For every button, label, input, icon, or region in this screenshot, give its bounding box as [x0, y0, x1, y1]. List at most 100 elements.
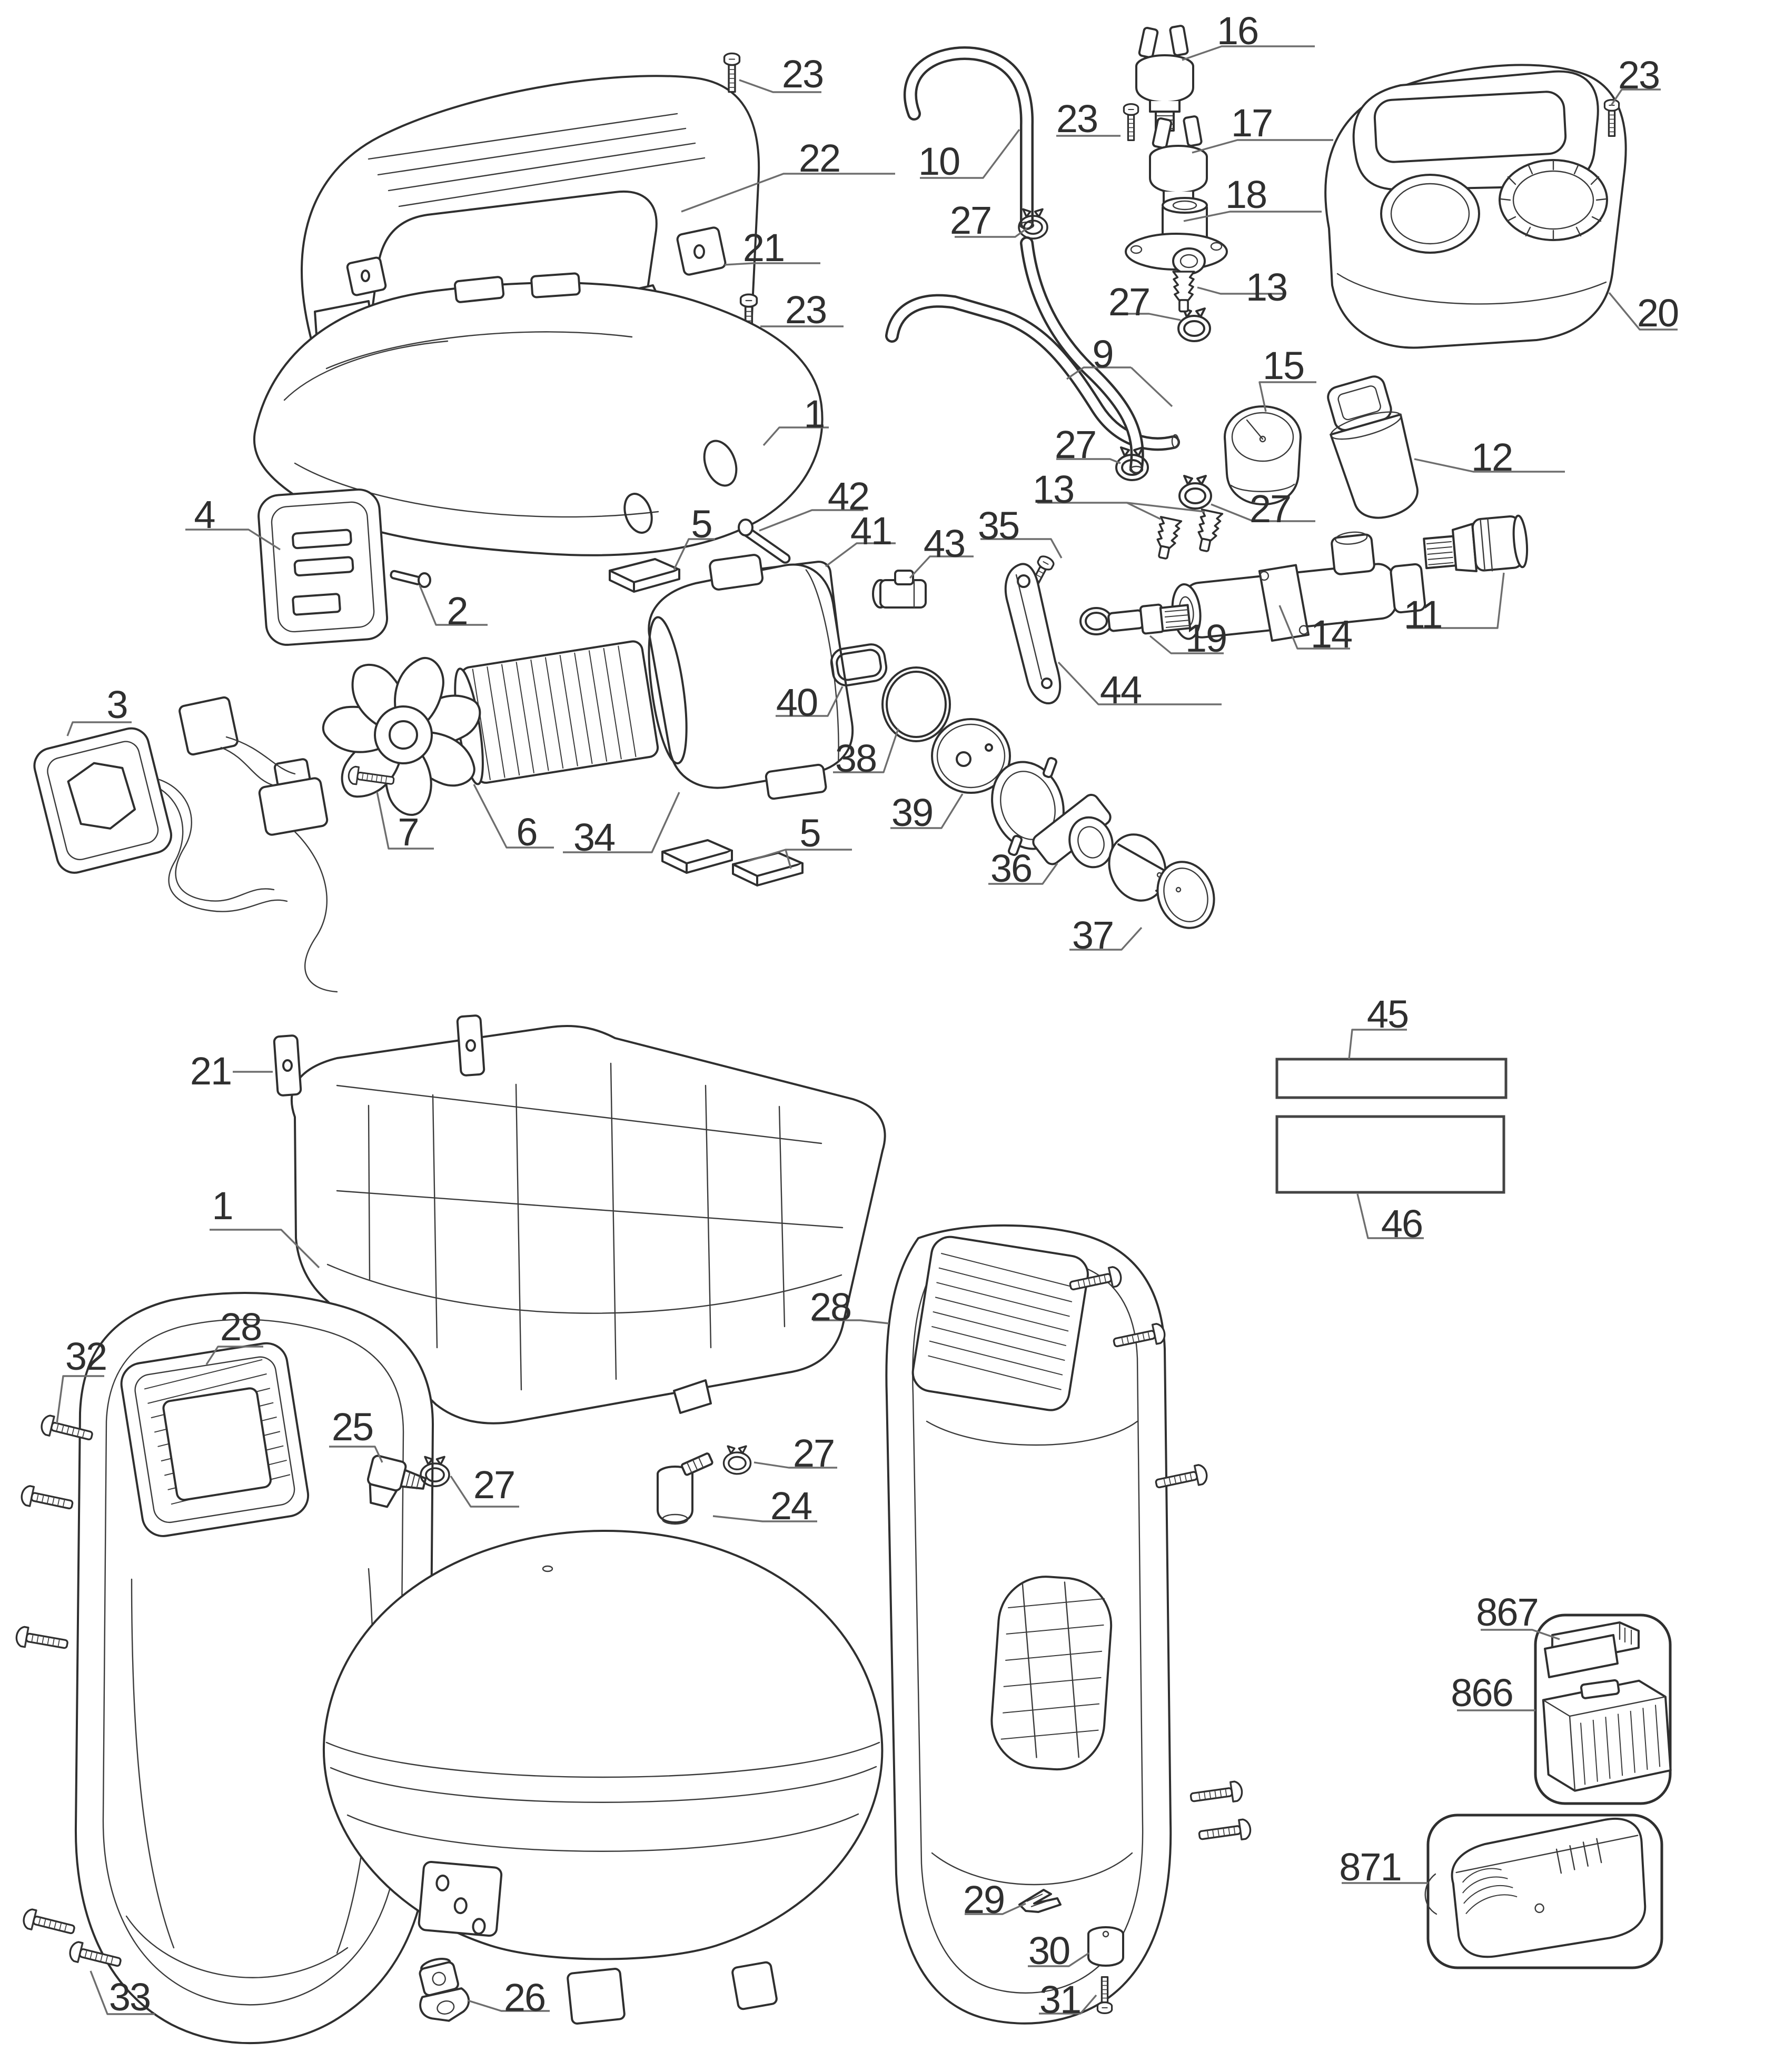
callout-17: 17 — [1192, 101, 1333, 154]
callout-38: 38 — [833, 728, 899, 780]
leader-line — [1111, 313, 1181, 321]
leader-line — [1278, 605, 1350, 650]
part-number-label: 35 — [978, 504, 1019, 547]
part-number-label: 38 — [835, 736, 876, 780]
o-ring-38 — [881, 666, 951, 742]
switch-wiring-3 — [33, 696, 338, 993]
callout-5: 5 — [673, 502, 715, 570]
clip-21-top-right — [676, 226, 727, 276]
callout-23: 23 — [760, 288, 844, 332]
part-number-label: 5 — [799, 811, 820, 855]
pressure-switch-16 — [1135, 24, 1194, 132]
callout-21: 21 — [190, 1049, 273, 1093]
manifold-18 — [1125, 197, 1228, 275]
leader-line — [1407, 572, 1505, 629]
part-number-label: 27 — [473, 1463, 514, 1507]
callout-14: 14 — [1278, 605, 1353, 656]
leader-line — [673, 538, 715, 570]
leader-line — [1211, 503, 1315, 522]
part-number-label: 23 — [785, 288, 826, 332]
callout-37: 37 — [1069, 913, 1143, 957]
leader-line — [473, 784, 554, 849]
charger-cord-hook — [1424, 1873, 1437, 1915]
valve-holder-36 — [991, 757, 1114, 869]
leader-line — [1608, 292, 1678, 331]
part-number-label: 34 — [573, 815, 614, 859]
foam-pad-5 — [661, 839, 733, 874]
air-tank — [322, 1529, 884, 2025]
outlet-manifold-14 — [1171, 531, 1426, 642]
callout-1: 1 — [762, 392, 829, 446]
barb-fitting-13 — [1152, 516, 1183, 561]
part-number-label: 28 — [810, 1285, 851, 1329]
part-number-label: 12 — [1471, 435, 1512, 479]
part-number-label: 13 — [1033, 467, 1074, 511]
part-number-label: 27 — [1250, 487, 1291, 531]
callout-11: 11 — [1404, 572, 1505, 636]
callout-27: 27 — [753, 1431, 837, 1475]
part-number-label: 2 — [447, 589, 467, 633]
leader-line — [1348, 1029, 1407, 1060]
callout-5: 5 — [747, 811, 852, 869]
screw-23-handle — [723, 52, 741, 93]
leader-line — [759, 509, 864, 532]
callout-26: 26 — [467, 1976, 550, 2019]
leader-line — [1258, 381, 1316, 412]
callout-23: 23 — [1610, 53, 1661, 106]
part-number-label: 46 — [1381, 1202, 1422, 1246]
leader-line — [467, 1999, 550, 2012]
callout-42: 42 — [759, 474, 870, 532]
callout-16: 16 — [1182, 9, 1315, 61]
hose-clamp-27 — [722, 1445, 752, 1475]
leader-line — [1192, 139, 1333, 154]
leader-line — [813, 1319, 889, 1324]
callout-24: 24 — [712, 1484, 817, 1528]
part-number-label: 25 — [332, 1405, 373, 1449]
leader-line — [1057, 661, 1222, 705]
part-number-label: 24 — [770, 1484, 811, 1528]
leader-line — [56, 1375, 104, 1424]
leader-line — [909, 555, 974, 579]
leader-line — [1182, 45, 1315, 61]
callout-13: 13 — [1197, 265, 1288, 309]
part-number-label: 14 — [1311, 612, 1352, 656]
part-number-label: 17 — [1231, 101, 1272, 145]
part-number-label: 20 — [1637, 291, 1678, 335]
part-number-label: 42 — [828, 474, 869, 518]
screw-shroud — [1197, 1817, 1253, 1846]
part-number-label: 19 — [1185, 616, 1226, 660]
label-plate-46 — [1275, 1115, 1505, 1194]
part-number-label: 871 — [1339, 1845, 1401, 1889]
leader-line — [1066, 366, 1131, 380]
callout-1: 1 — [210, 1184, 320, 1269]
leader-line — [1183, 211, 1322, 222]
part-number-label: 40 — [776, 681, 817, 724]
leader-line — [329, 1446, 383, 1463]
screw-32 — [19, 1483, 75, 1516]
callout-9: 9 — [1066, 332, 1173, 407]
part-number-label: 27 — [1108, 280, 1149, 324]
callout-43: 43 — [909, 522, 974, 579]
leader-line — [1414, 458, 1565, 473]
leader-line — [185, 529, 281, 551]
leader-line — [825, 542, 896, 567]
callout-23: 23 — [739, 52, 824, 96]
callout-35: 35 — [978, 504, 1063, 559]
part-number-label: 21 — [190, 1049, 231, 1093]
callout-866: 866 — [1451, 1671, 1535, 1715]
charger-871 — [1451, 1817, 1647, 1958]
part-number-label: 21 — [743, 226, 784, 270]
foam-pad-5 — [609, 558, 680, 593]
leader-line — [965, 1902, 1026, 1915]
part-number-label: 9 — [1092, 332, 1113, 376]
leader-line — [1481, 1629, 1560, 1640]
callout-7: 7 — [376, 791, 434, 854]
regulator-12 — [1327, 375, 1419, 519]
leader-line — [210, 1229, 320, 1269]
callout-32: 32 — [56, 1334, 107, 1424]
diaphragm-39 — [931, 718, 1011, 794]
part-number-label: 28 — [220, 1305, 261, 1349]
leader-line — [450, 1476, 519, 1508]
leader-line — [419, 585, 488, 626]
